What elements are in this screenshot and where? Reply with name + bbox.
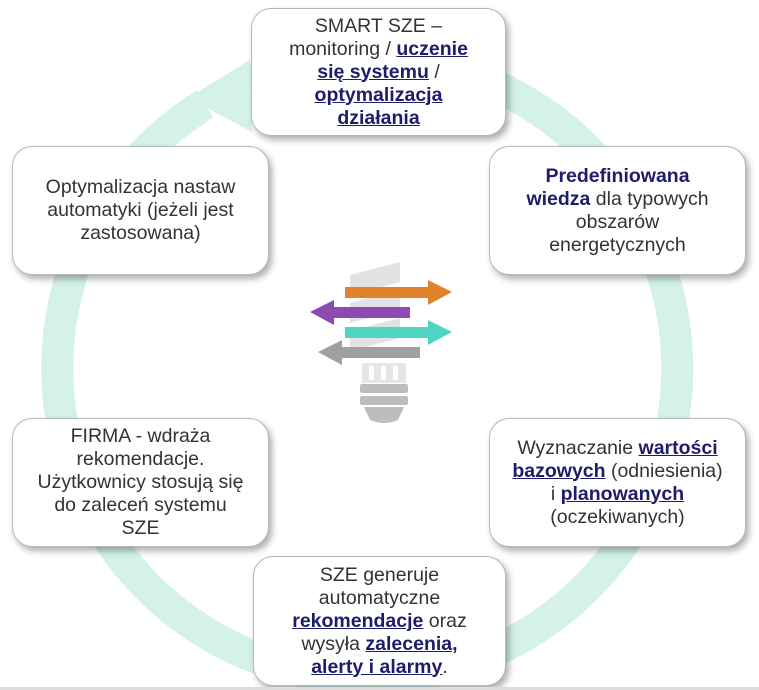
step-text: zastosowana) [80, 222, 201, 244]
step-text: Użytkownicy stosują się [37, 471, 244, 493]
gray-arrow [318, 340, 420, 365]
step-text: . [442, 655, 448, 678]
cycle-arrowhead [188, 60, 252, 132]
step-box-automation-optimization: Optymalizacja nastaw automatyki (jeżeli … [12, 146, 269, 275]
bottom-divider [0, 687, 759, 690]
step-emphasis: bazowych [512, 459, 606, 482]
step-emphasis: zalecenia, [365, 632, 458, 655]
step-text: i [550, 482, 561, 505]
step-text: (odniesienia) [605, 459, 723, 482]
step-text: automatyki (jeżeli jest [47, 199, 234, 221]
step-emphasis: optymalizacja [314, 83, 443, 106]
step-emphasis: wartości [638, 436, 718, 459]
step-text: Wyznaczanie [517, 436, 639, 459]
step-emphasis: rekomendacje [292, 609, 424, 632]
step-text: do zaleceń systemu [54, 494, 227, 516]
step-text: monitoring / [289, 37, 397, 60]
step-text: automatyczne [318, 586, 441, 609]
step-text: rekomendacje. [76, 448, 205, 470]
orange-arrow [345, 280, 452, 305]
cycle-ring [41, 42, 694, 690]
step-box-smart-sze: SMART SZE – monitoring / uczenie się sys… [251, 8, 506, 136]
step-text: / [428, 60, 440, 83]
step-text: (oczekiwanych) [550, 505, 685, 528]
step-box-company-implements: FIRMA - wdraża rekomendacje. Użytkownicy… [12, 418, 269, 547]
step-text: SZE generuje [319, 563, 440, 586]
step-text: oraz [423, 609, 467, 632]
step-box-baseline-values: Wyznaczanie wartości bazowych (odniesien… [489, 418, 746, 547]
step-emphasis: wiedza [526, 187, 591, 210]
step-emphasis: planowanych [560, 482, 685, 505]
step-text: SMART SZE – [314, 14, 443, 37]
step-text: FIRMA - wdraża [70, 425, 211, 447]
purple-arrow [310, 300, 410, 325]
step-box-predefined-knowledge: Predefiniowana wiedza dla typowych obsza… [489, 146, 746, 275]
step-emphasis: Predefiniowana [545, 164, 690, 187]
lightbulb-arrows-icon [310, 262, 452, 423]
step-box-recommendations: SZE generuje automatyczne rekomendacje o… [253, 556, 506, 686]
step-emphasis: uczenie [396, 37, 468, 60]
step-text: energetycznych [549, 233, 686, 256]
step-text: wysyła [301, 632, 366, 655]
step-emphasis: alerty i alarmy [311, 655, 443, 678]
step-text: SZE [121, 517, 160, 539]
teal-arrow [345, 320, 452, 345]
step-text: obszarów [575, 210, 660, 233]
step-emphasis: działania [337, 106, 420, 129]
step-emphasis: się systemu [317, 60, 429, 83]
step-text: dla typowych [590, 187, 709, 210]
step-text: Optymalizacja nastaw [45, 176, 236, 198]
